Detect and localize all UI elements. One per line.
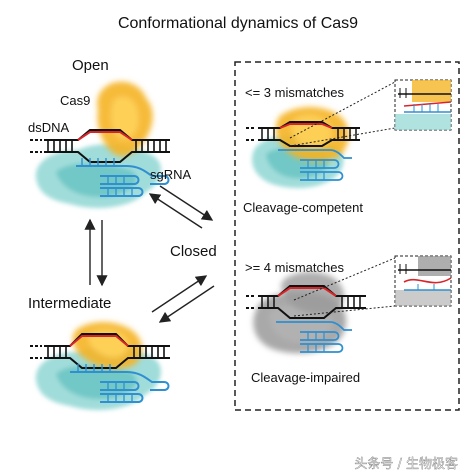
sgrna-strand xyxy=(276,321,352,353)
open-intermediate-equilibrium-arrows xyxy=(84,218,108,287)
label-sgrna: sgRNA xyxy=(150,167,192,182)
recognition-lobe xyxy=(35,144,162,208)
dsdna-strand xyxy=(246,285,366,319)
label-low-mismatch-condition: <= 3 mismatches xyxy=(245,85,344,100)
open-closed-equilibrium-arrows xyxy=(148,185,214,229)
dsdna-strand xyxy=(30,333,170,369)
gray-nuclease-lobe xyxy=(281,271,345,315)
label-intermediate-state: Intermediate xyxy=(28,295,111,312)
cleavage-competent-complex xyxy=(246,107,360,188)
label-cleavage-impaired: Cleavage-impaired xyxy=(251,370,360,385)
impaired-zoom-inset xyxy=(293,255,452,317)
label-open-state: Open xyxy=(72,57,109,74)
open-state-complex xyxy=(30,81,170,208)
dsdna-strand xyxy=(30,129,170,163)
label-closed-state: Closed xyxy=(170,243,217,260)
label-high-mismatch-condition: >= 4 mismatches xyxy=(245,260,344,275)
cleavage-impaired-complex xyxy=(246,271,366,354)
cas9-nuclease-lobe xyxy=(97,81,153,157)
label-dsdna: dsDNA xyxy=(28,120,70,135)
label-cleavage-competent: Cleavage-competent xyxy=(243,200,363,215)
sgrna-strand xyxy=(70,364,170,403)
competent-zoom-inset xyxy=(289,79,452,147)
diagram-title: Conformational dynamics of Cas9 xyxy=(118,15,358,32)
sgrna-strand xyxy=(76,158,170,197)
label-cas9: Cas9 xyxy=(60,93,90,108)
sgrna-strand xyxy=(278,149,352,181)
closed-state-panel xyxy=(234,61,460,411)
intermediate-closed-equilibrium-arrows xyxy=(151,275,215,323)
intermediate-state-complex xyxy=(30,321,170,410)
watermark-text: 头条号 / 生物极客 xyxy=(354,456,458,472)
dsdna-strand xyxy=(246,121,360,147)
